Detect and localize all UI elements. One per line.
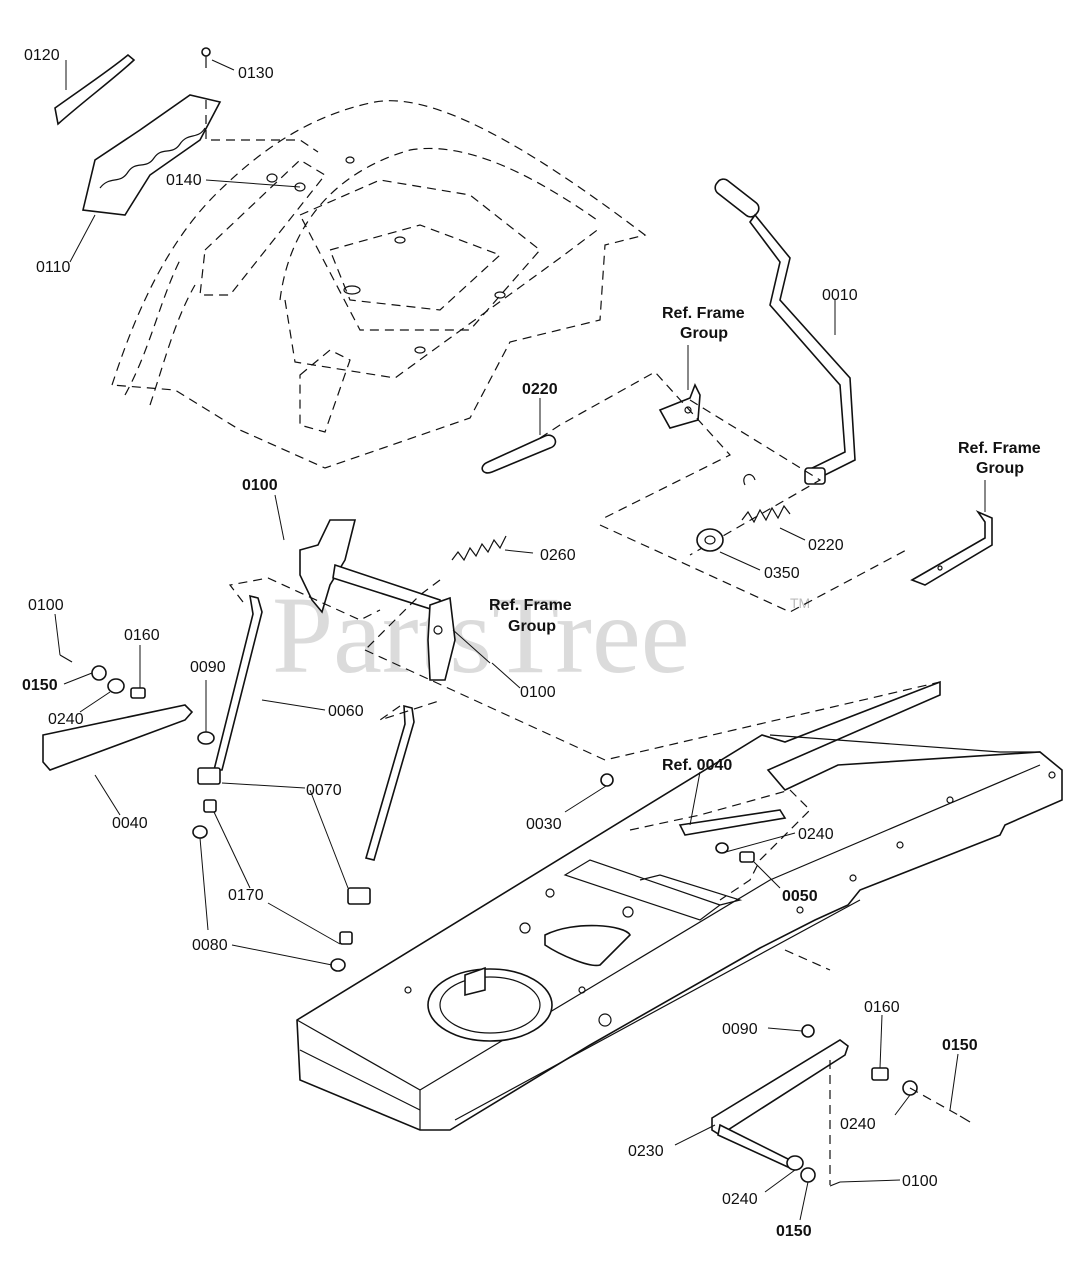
- callout-ref-frame-2-group: Group: [976, 460, 1024, 477]
- callout-0160-left: 0160: [124, 627, 160, 644]
- nut-icon-2: [192, 825, 208, 839]
- callout-0100-b: 0100: [520, 684, 556, 701]
- nut-icon-3: [330, 958, 346, 972]
- callout-0350: 0350: [764, 565, 800, 582]
- callout-0120: 0120: [24, 47, 60, 64]
- frame-bracket: [658, 383, 701, 429]
- callout-0070: 0070: [306, 782, 342, 799]
- center-hardware: [600, 773, 787, 863]
- callout-0090-right: 0090: [722, 1021, 758, 1038]
- callout-0050: 0050: [782, 888, 818, 905]
- leader-lines: [54, 59, 986, 1221]
- callout-0010: 0010: [822, 287, 858, 304]
- callout-0220-b: 0220: [808, 537, 844, 554]
- callout-0130: 0130: [238, 65, 274, 82]
- callout-0260: 0260: [540, 547, 576, 564]
- callout-ref-frame-1: Ref. Frame: [662, 305, 745, 322]
- lift-lever: [714, 178, 856, 485]
- callout-0220-top: 0220: [522, 381, 558, 398]
- callout-0150-right: 0150: [942, 1037, 978, 1054]
- callout-0170: 0170: [228, 887, 264, 904]
- spring-icon-2: [451, 535, 507, 562]
- fender-hood: [111, 100, 647, 469]
- spacer-icon-2: [339, 931, 353, 945]
- support-bar-left: [42, 704, 194, 771]
- callout-0100-right: 0100: [902, 1173, 938, 1190]
- callout-0060: 0060: [328, 703, 364, 720]
- watermark-text: PartsTree: [272, 574, 690, 696]
- callout-0240-right: 0240: [840, 1116, 876, 1133]
- callout-0030: 0030: [526, 816, 562, 833]
- callout-0230: 0230: [628, 1143, 664, 1160]
- callout-0110: 0110: [36, 259, 71, 276]
- callout-ref-frame-3-group: Group: [508, 618, 556, 635]
- callout-ref-frame-3: Ref. Frame: [489, 597, 572, 614]
- callout-ref-0040: Ref. 0040: [662, 757, 732, 774]
- callout-0100-a: 0100: [242, 477, 278, 494]
- callout-0160-right: 0160: [864, 999, 900, 1016]
- callout-0240-left: 0240: [48, 711, 84, 728]
- callout-0090-left: 0090: [190, 659, 226, 676]
- callout-0240-right-bottom: 0240: [722, 1191, 758, 1208]
- drag-links: [212, 594, 415, 861]
- callout-ref-frame-2: Ref. Frame: [958, 440, 1041, 457]
- block-icon: [197, 767, 221, 785]
- callout-0080: 0080: [192, 937, 228, 954]
- screw-icon: [201, 47, 211, 68]
- callout-0140: 0140: [166, 172, 202, 189]
- callout-0150-right-bottom: 0150: [776, 1223, 812, 1240]
- chassis-frame: [296, 680, 1063, 1131]
- left-hardware: [59, 654, 146, 699]
- callout-0150-left: 0150: [22, 677, 58, 694]
- washer-icon: [696, 528, 724, 552]
- nut-icon: [197, 731, 215, 745]
- lift-shaft: [299, 519, 456, 681]
- link-bar: [481, 434, 557, 474]
- callout-0240-mid: 0240: [798, 826, 834, 843]
- callout-ref-frame-1-group: Group: [680, 325, 728, 342]
- shield-plate: [82, 94, 222, 216]
- callout-0100-c: 0100: [28, 597, 64, 614]
- spring-icon: [741, 473, 791, 524]
- right-hardware: [711, 1024, 971, 1187]
- decal-strip: [54, 53, 136, 126]
- block-icon-2: [347, 887, 371, 905]
- spacer-icon: [203, 799, 217, 813]
- callout-0040: 0040: [112, 815, 148, 832]
- frame-rod: [910, 510, 993, 586]
- watermark-tm: TM: [790, 595, 810, 611]
